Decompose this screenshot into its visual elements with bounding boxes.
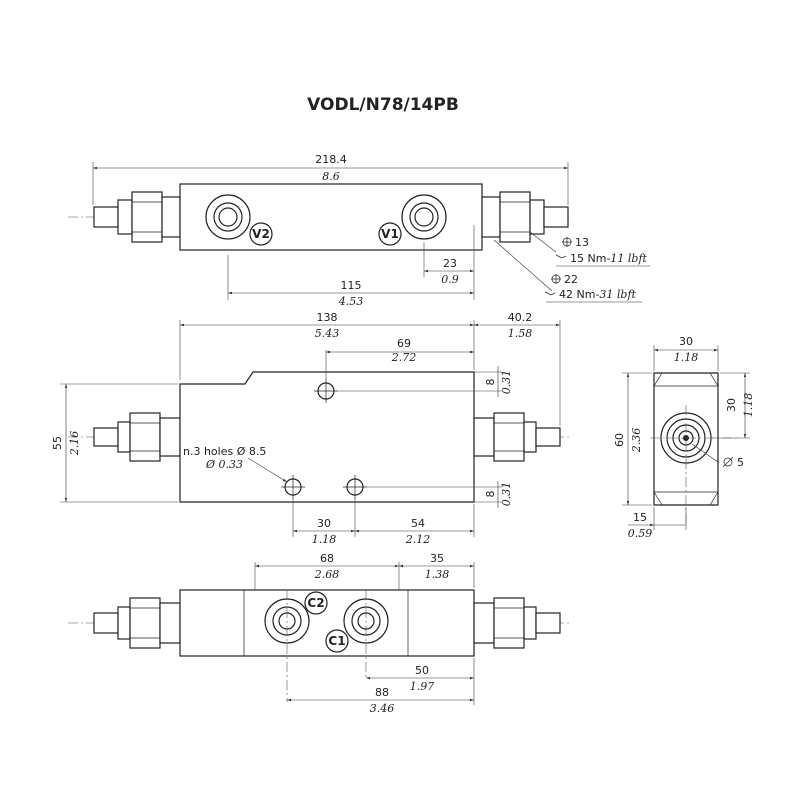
dim-body-length-in: 5.43 (315, 327, 340, 340)
torque-small: 15 Nm-11 lbft (570, 252, 648, 265)
dim-side-port-diameter: 5 (737, 456, 744, 469)
drawing-title: VODL/N78/14PB (307, 95, 459, 115)
dim-side-height-in: 2.36 (630, 428, 643, 454)
dim-bottom-hole-offset-in: 0.31 (500, 482, 513, 507)
dim-body-length: 138 (317, 311, 338, 324)
dim-c1-offset-in: 1.97 (410, 680, 435, 693)
wrench-size-large: 22 (564, 273, 578, 286)
port-label-v2: V2 (252, 227, 270, 241)
dim-port-offset: 23 (443, 257, 457, 270)
dim-side-port-offset: 15 (633, 511, 647, 524)
dim-side-half-height-in: 1.18 (742, 393, 755, 418)
torque-large: 42 Nm-31 lbft (559, 288, 637, 301)
dim-cartridge-length: 40.2 (508, 311, 533, 324)
dim-body-height: 55 (51, 436, 64, 450)
side-view: 30 1.18 30 1.18 60 2.36 15 0.59 5 (613, 335, 755, 540)
holes-note-in: Ø 0.33 (205, 458, 243, 471)
dim-hole-top: 69 (397, 337, 411, 350)
diameter-icon (723, 457, 733, 467)
dim-side-height: 60 (613, 433, 626, 447)
top-right-stem (543, 206, 569, 228)
dim-hole-right: 54 (411, 517, 425, 530)
port-label-v1: V1 (381, 227, 399, 241)
dim-overall-length-in: 8.6 (322, 170, 340, 183)
dim-cartridge-length-in: 1.58 (508, 327, 533, 340)
dim-c2-offset-in: 3.46 (370, 702, 395, 715)
wrench-icon-small (555, 254, 567, 259)
dim-hole-spacing-in: 1.18 (312, 533, 337, 546)
wrench-size-small: 13 (575, 236, 589, 249)
top-right-nut (499, 191, 531, 243)
holes-note: n.3 holes Ø 8.5 (183, 445, 266, 458)
port-label-c1: C1 (328, 634, 345, 648)
dim-ports-spacing: 115 (341, 279, 362, 292)
dim-bottom-right: 35 (430, 552, 444, 565)
bottom-view: C2 C1 68 2.68 35 1.38 50 1.97 88 3.46 (68, 552, 572, 715)
wrench-icon-large (544, 291, 556, 296)
dim-side-width: 30 (679, 335, 693, 348)
dim-side-port-offset-in: 0.59 (628, 527, 653, 540)
top-left-stem (93, 206, 119, 228)
dim-bottom-right-in: 1.38 (425, 568, 450, 581)
dim-hole-right-in: 2.12 (405, 533, 431, 546)
top-left-nut (131, 191, 163, 243)
dim-bottom-ports-in: 2.68 (314, 568, 340, 581)
dim-body-height-in: 2.16 (68, 431, 81, 457)
dim-bottom-ports: 68 (320, 552, 334, 565)
dim-overall-length: 218.4 (315, 153, 347, 166)
dim-top-hole-offset: 8 (484, 379, 497, 386)
dim-c2-offset: 88 (375, 686, 389, 699)
dim-c1-offset: 50 (415, 664, 429, 677)
dim-top-hole-offset-in: 0.31 (500, 370, 513, 395)
dim-bottom-hole-offset: 8 (484, 491, 497, 498)
dim-hole-top-in: 2.72 (391, 351, 417, 364)
port-label-c2: C2 (307, 596, 324, 610)
dim-side-width-in: 1.18 (674, 351, 699, 364)
dim-port-offset-in: 0.9 (441, 273, 459, 286)
top-view: V2 V1 218.4 8.6 115 4.53 23 0.9 13 15 Nm… (68, 153, 650, 308)
front-view: 138 5.43 40.2 1.58 69 2.72 55 2.16 8 0.3… (51, 311, 572, 546)
dim-ports-spacing-in: 4.53 (338, 295, 364, 308)
dim-hole-spacing: 30 (317, 517, 331, 530)
dim-side-half-height: 30 (725, 398, 738, 412)
